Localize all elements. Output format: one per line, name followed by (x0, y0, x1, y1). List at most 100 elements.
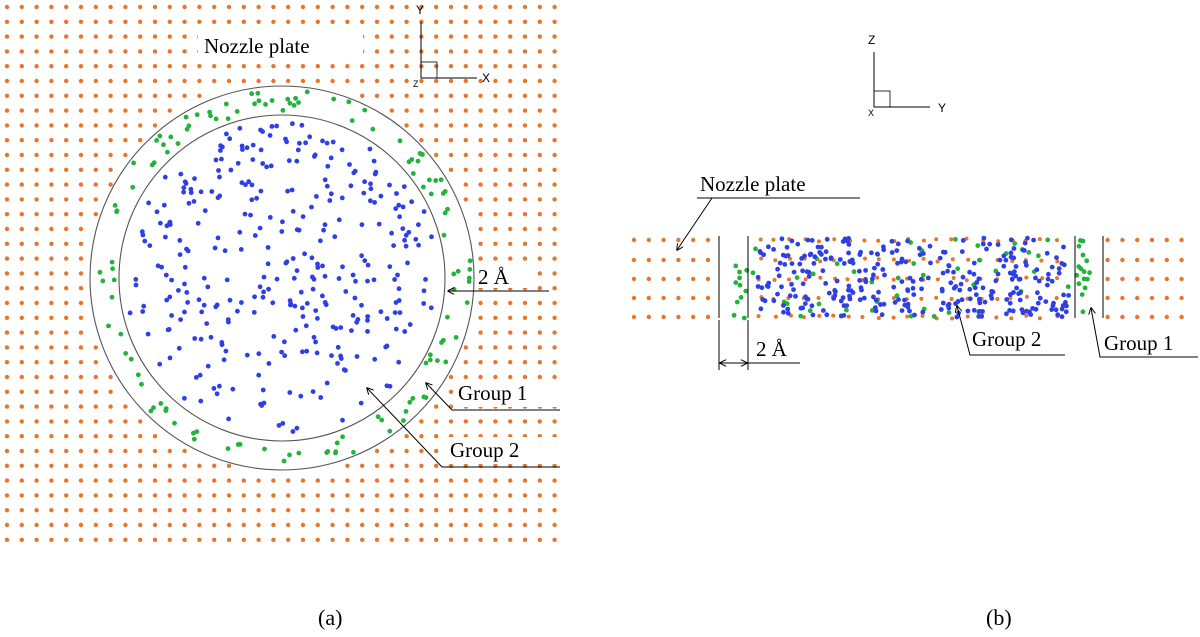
group2-atom (844, 303, 850, 308)
group1-atom (100, 278, 106, 284)
panel-a-top-view: Y X Z Nozzle plate 2 Å Group 1 Group 2 (… (4, 3, 560, 630)
group2-atom (1010, 308, 1016, 314)
nozzle-atom (862, 238, 867, 243)
nozzle-atom (49, 123, 54, 128)
group2-atom (373, 169, 379, 175)
nozzle-atom (463, 508, 468, 513)
nozzle-atom (34, 404, 39, 409)
group2-atom (775, 266, 780, 272)
group2-atom (322, 177, 328, 183)
group1-atom (466, 279, 472, 284)
group2-atom (940, 270, 946, 276)
nozzle-atom (374, 508, 380, 513)
nozzle-atom (522, 419, 528, 424)
nozzle-atom (63, 256, 69, 261)
nozzle-atom (434, 463, 439, 468)
nozzle-atom (123, 404, 128, 409)
nozzle-atom (463, 138, 468, 143)
nozzle-atom (1149, 276, 1155, 282)
group2-atom (928, 260, 933, 266)
nozzle-atom (463, 123, 468, 128)
nozzle-atom (522, 360, 528, 365)
nozzle-atom (478, 478, 483, 483)
group1-atom (287, 100, 293, 106)
group2-atom (322, 222, 328, 228)
nozzle-atom (330, 19, 335, 24)
nozzle-atom (152, 434, 158, 439)
nozzle-atom (508, 197, 513, 202)
nozzle-atom (226, 522, 232, 528)
nozzle-atom (78, 19, 84, 24)
nozzle-atom (508, 493, 513, 498)
nozzle-atom (4, 152, 10, 158)
nozzle-atom (167, 537, 172, 542)
nozzle-atom (108, 152, 113, 158)
nozzle-atom (522, 182, 528, 187)
nozzle-atom (78, 271, 84, 276)
nozzle-atom (4, 315, 10, 320)
nozzle-atom (167, 4, 172, 10)
nozzle-atom (493, 212, 498, 217)
group2-atom (359, 253, 364, 259)
nozzle-atom (63, 19, 69, 24)
panel-a-outer-ring (89, 85, 475, 471)
nozzle-atom (34, 93, 39, 99)
nozzle-atom (448, 478, 454, 483)
nozzle-atom (93, 197, 99, 202)
nozzle-atom (19, 448, 24, 454)
nozzle-atom (330, 508, 335, 513)
group2-atom (758, 250, 763, 256)
nozzle-atom (448, 4, 454, 10)
group2-atom (958, 281, 964, 287)
group2-atom (371, 277, 377, 283)
nozzle-atom (256, 478, 261, 483)
nozzle-atom (241, 522, 246, 528)
nozzle-atom (93, 19, 99, 24)
nozzle-atom (241, 537, 246, 542)
group1-atom (333, 449, 339, 455)
nozzle-atom (448, 78, 454, 84)
group2-atom (997, 257, 1003, 263)
group2-atom (902, 297, 907, 303)
nozzle-atom (508, 63, 513, 69)
nozzle-atom (448, 152, 454, 158)
nozzle-atom (78, 493, 84, 498)
panel-b-group2-label: Group 2 (972, 327, 1041, 351)
group2-atom (361, 190, 367, 196)
nozzle-atom (919, 296, 924, 301)
group2-atom (341, 367, 347, 373)
nozzle-atom (1040, 276, 1045, 281)
group2-atom (219, 342, 225, 348)
nozzle-atom (300, 522, 306, 528)
nozzle-atom (493, 167, 498, 172)
group1-atom (262, 446, 267, 452)
nozzle-atom (63, 226, 69, 232)
group1-atom (223, 101, 229, 107)
group2-atom (184, 290, 190, 295)
group2-atom (387, 264, 393, 269)
group2-atom (313, 308, 319, 313)
group1-atom (443, 359, 449, 365)
group1-atom (291, 103, 297, 108)
nozzle-atom (152, 78, 158, 84)
group1-atom (409, 157, 415, 162)
nozzle-atom (1105, 295, 1110, 301)
nozzle-atom (374, 448, 380, 454)
group2-atom (959, 249, 965, 255)
nozzle-atom (300, 537, 306, 542)
nozzle-atom (463, 167, 468, 172)
group2-atom (812, 254, 818, 260)
nozzle-atom (315, 522, 320, 528)
nozzle-atom (389, 108, 394, 113)
nozzle-atom (661, 295, 666, 301)
nozzle-atom (315, 19, 320, 24)
nozzle-atom (19, 419, 24, 424)
nozzle-atom (552, 315, 557, 320)
nozzle-atom (182, 78, 187, 84)
panel-b-group1-label: Group 1 (1104, 331, 1173, 355)
group2-atom (965, 308, 971, 314)
group2-atom (837, 257, 843, 262)
nozzle-atom (241, 63, 246, 69)
group2-atom (889, 250, 895, 255)
group2-atom (226, 319, 231, 325)
